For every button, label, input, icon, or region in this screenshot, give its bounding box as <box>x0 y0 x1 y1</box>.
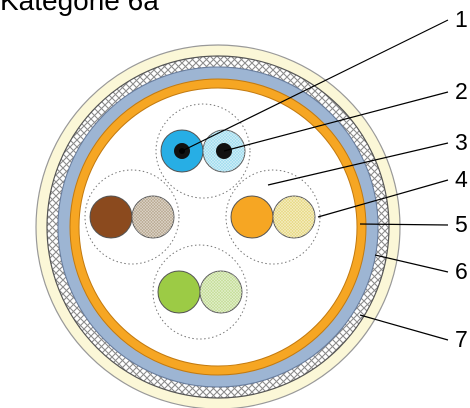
callout-number: 6 <box>455 258 468 284</box>
insulation-solid <box>157 270 201 314</box>
pair-3 <box>225 169 321 265</box>
callout-1: 1 <box>179 6 468 154</box>
callout-number: 3 <box>455 129 468 155</box>
callout-dot <box>179 148 185 154</box>
cable-title: Kategorie 6a <box>0 0 159 16</box>
callout-number: 1 <box>455 6 468 32</box>
callout-2: 2 <box>223 78 468 152</box>
pair-foil-screen <box>152 244 248 340</box>
callout-leader-line <box>223 91 449 152</box>
callout-3: 3 <box>267 129 468 186</box>
callout-leader-line <box>359 314 449 341</box>
pair-foil-screen <box>155 103 251 199</box>
callout-number: 5 <box>455 211 468 237</box>
callout-leader-line <box>359 223 449 226</box>
callout-number: 2 <box>455 78 468 104</box>
callout-leader-line <box>374 254 449 273</box>
insulation-hatch <box>273 196 315 238</box>
insulation-hatch <box>132 196 174 238</box>
callout-number: 7 <box>455 326 468 352</box>
callout-5: 5 <box>359 211 468 237</box>
insulation-solid <box>89 195 133 239</box>
callout-leader-line <box>267 142 449 186</box>
callout-leader-line <box>317 179 449 218</box>
pair-foil-screen <box>84 169 180 265</box>
callouts: 1 2 3 4 5 6 7 <box>179 6 468 352</box>
insulation-solid <box>230 195 274 239</box>
insulation-hatch <box>200 271 242 313</box>
callout-leader-line <box>181 19 449 152</box>
pair-2 <box>84 169 180 265</box>
pair-4 <box>152 244 248 340</box>
cable-core <box>78 87 358 367</box>
callout-4: 4 <box>317 166 468 218</box>
callout-6: 6 <box>374 254 468 284</box>
callout-7: 7 <box>359 314 468 352</box>
callout-number: 4 <box>455 166 468 192</box>
